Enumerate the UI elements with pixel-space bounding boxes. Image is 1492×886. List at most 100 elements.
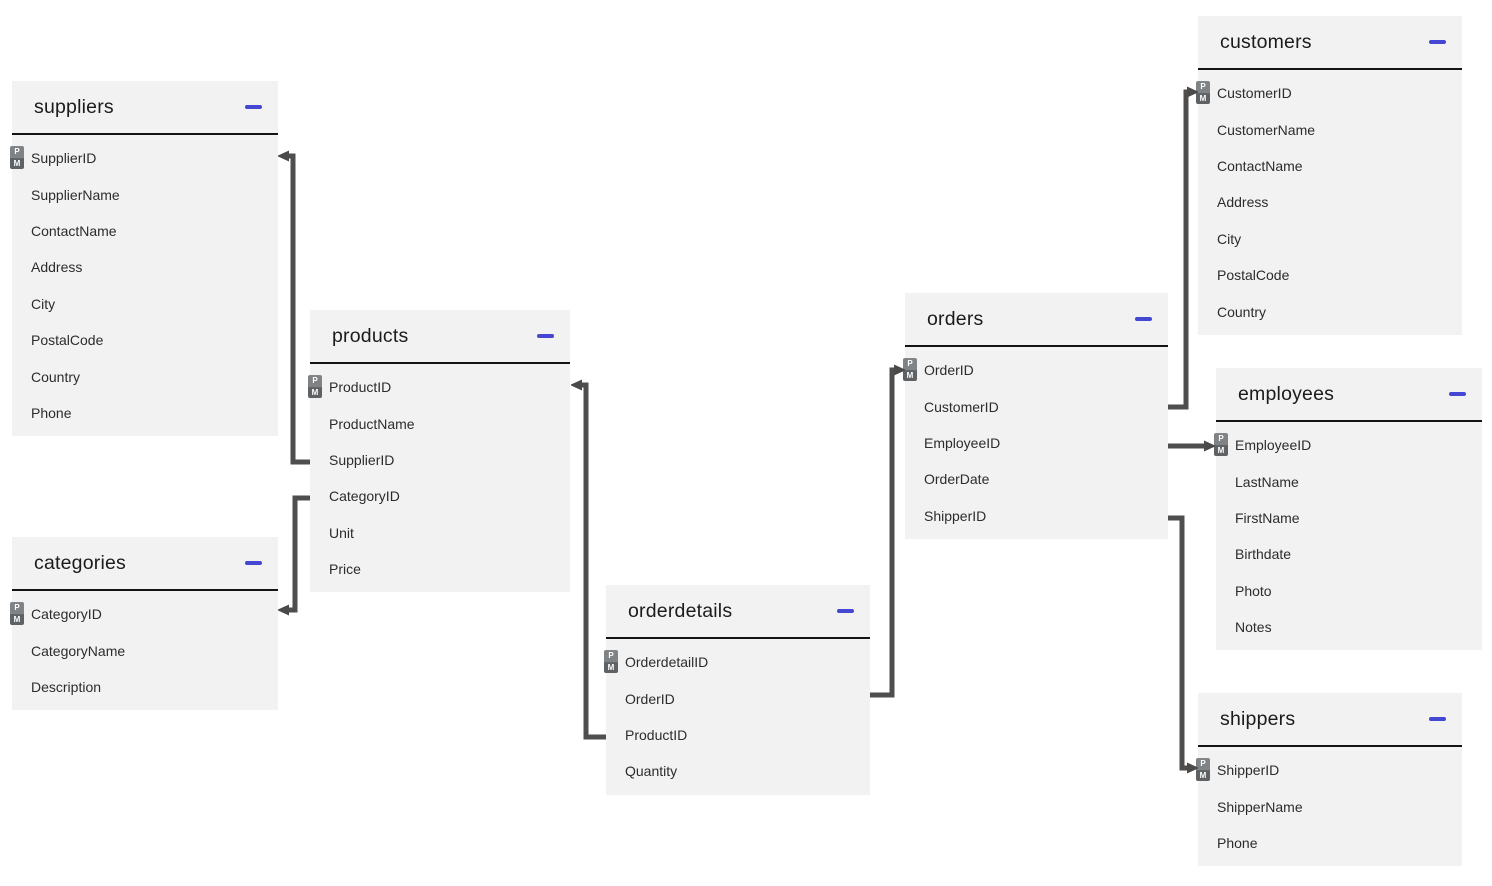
field-name: EmployeeID [924,434,1001,451]
table-header[interactable]: categories [12,537,278,591]
field-row[interactable]: Price [310,551,570,587]
field-name: Notes [1235,619,1272,636]
field-name: OrderDate [924,471,990,488]
field-row[interactable]: Phone [1198,825,1462,861]
field-row[interactable]: Notes [1216,609,1482,645]
field-name: PostalCode [31,332,104,349]
field-row[interactable]: PostalCode [12,322,278,358]
field-row[interactable]: ContactName [1198,148,1462,184]
field-name: CategoryName [31,642,126,659]
field-row[interactable]: Quantity [606,753,870,789]
field-row[interactable]: LastName [1216,463,1482,499]
field-row[interactable]: CustomerID [905,388,1168,424]
field-name: OrderID [625,690,675,707]
field-name: SupplierName [31,186,120,203]
collapse-minus-icon[interactable] [1449,392,1466,396]
field-row[interactable]: City [12,286,278,322]
field-row[interactable]: ShipperID [905,498,1168,534]
field-name: Country [1217,303,1267,320]
table-header[interactable]: employees [1216,368,1482,422]
field-row[interactable]: Unit [310,515,570,551]
collapse-minus-icon[interactable] [537,334,554,338]
table-title: categories [34,551,126,574]
field-row[interactable]: EmployeeID [905,425,1168,461]
field-name: Price [329,561,361,578]
field-row[interactable]: Country [1198,293,1462,329]
table-title: orderdetails [628,599,733,622]
field-name: Photo [1235,582,1272,599]
field-row[interactable]: SupplierID [310,442,570,478]
field-row[interactable]: Country [12,358,278,394]
field-row[interactable]: ProductName [310,405,570,441]
field-row[interactable]: Photo [1216,573,1482,609]
field-name: ProductID [329,379,392,396]
field-name: EmployeeID [1235,437,1312,454]
field-row[interactable]: OrderDate [905,461,1168,497]
relation-products-categories-line [289,495,310,610]
field-row[interactable]: OrderID [606,680,870,716]
field-row[interactable]: CategoryName [12,632,278,668]
field-row[interactable]: FirstName [1216,500,1482,536]
field-name: OrderdetailID [625,654,709,671]
field-name: ContactName [31,222,117,239]
table-title: products [332,324,409,347]
table-header[interactable]: orderdetails [606,585,870,639]
table-title: shippers [1220,707,1296,730]
field-row[interactable]: ProductID [606,717,870,753]
field-row[interactable]: City [1198,221,1462,257]
field-name: ShipperID [924,507,987,524]
field-row[interactable]: ContactName [12,213,278,249]
table-header[interactable]: products [310,310,570,364]
field-row[interactable]: PostalCode [1198,257,1462,293]
field-name: City [31,295,56,312]
collapse-minus-icon[interactable] [1135,317,1152,321]
table-title: customers [1220,30,1312,53]
collapse-minus-icon[interactable] [1429,717,1446,721]
field-row[interactable]: Address [12,249,278,285]
field-row[interactable]: CategoryID [310,478,570,514]
field-name: FirstName [1235,509,1300,526]
field-name: ShipperName [1217,798,1303,815]
relation-orders-customers-line [1168,92,1187,410]
collapse-minus-icon[interactable] [245,105,262,109]
field-row[interactable]: CustomerName [1198,111,1462,147]
field-name: CustomerID [924,398,999,415]
table-header[interactable]: orders [905,293,1168,347]
collapse-minus-icon[interactable] [245,561,262,565]
table-header[interactable]: suppliers [12,81,278,135]
table-header[interactable]: customers [1198,16,1462,70]
field-row[interactable]: SupplierName [12,176,278,212]
field-row[interactable]: ShipperName [1198,788,1462,824]
field-row[interactable]: Description [12,669,278,705]
field-name: CategoryID [329,488,400,505]
table-header[interactable]: shippers [1198,693,1462,747]
collapse-minus-icon[interactable] [837,609,854,613]
field-name: CategoryID [31,606,102,623]
field-row[interactable]: Phone [12,395,278,431]
collapse-minus-icon[interactable] [1429,40,1446,44]
field-row[interactable]: Birthdate [1216,536,1482,572]
field-row[interactable]: Address [1198,184,1462,220]
